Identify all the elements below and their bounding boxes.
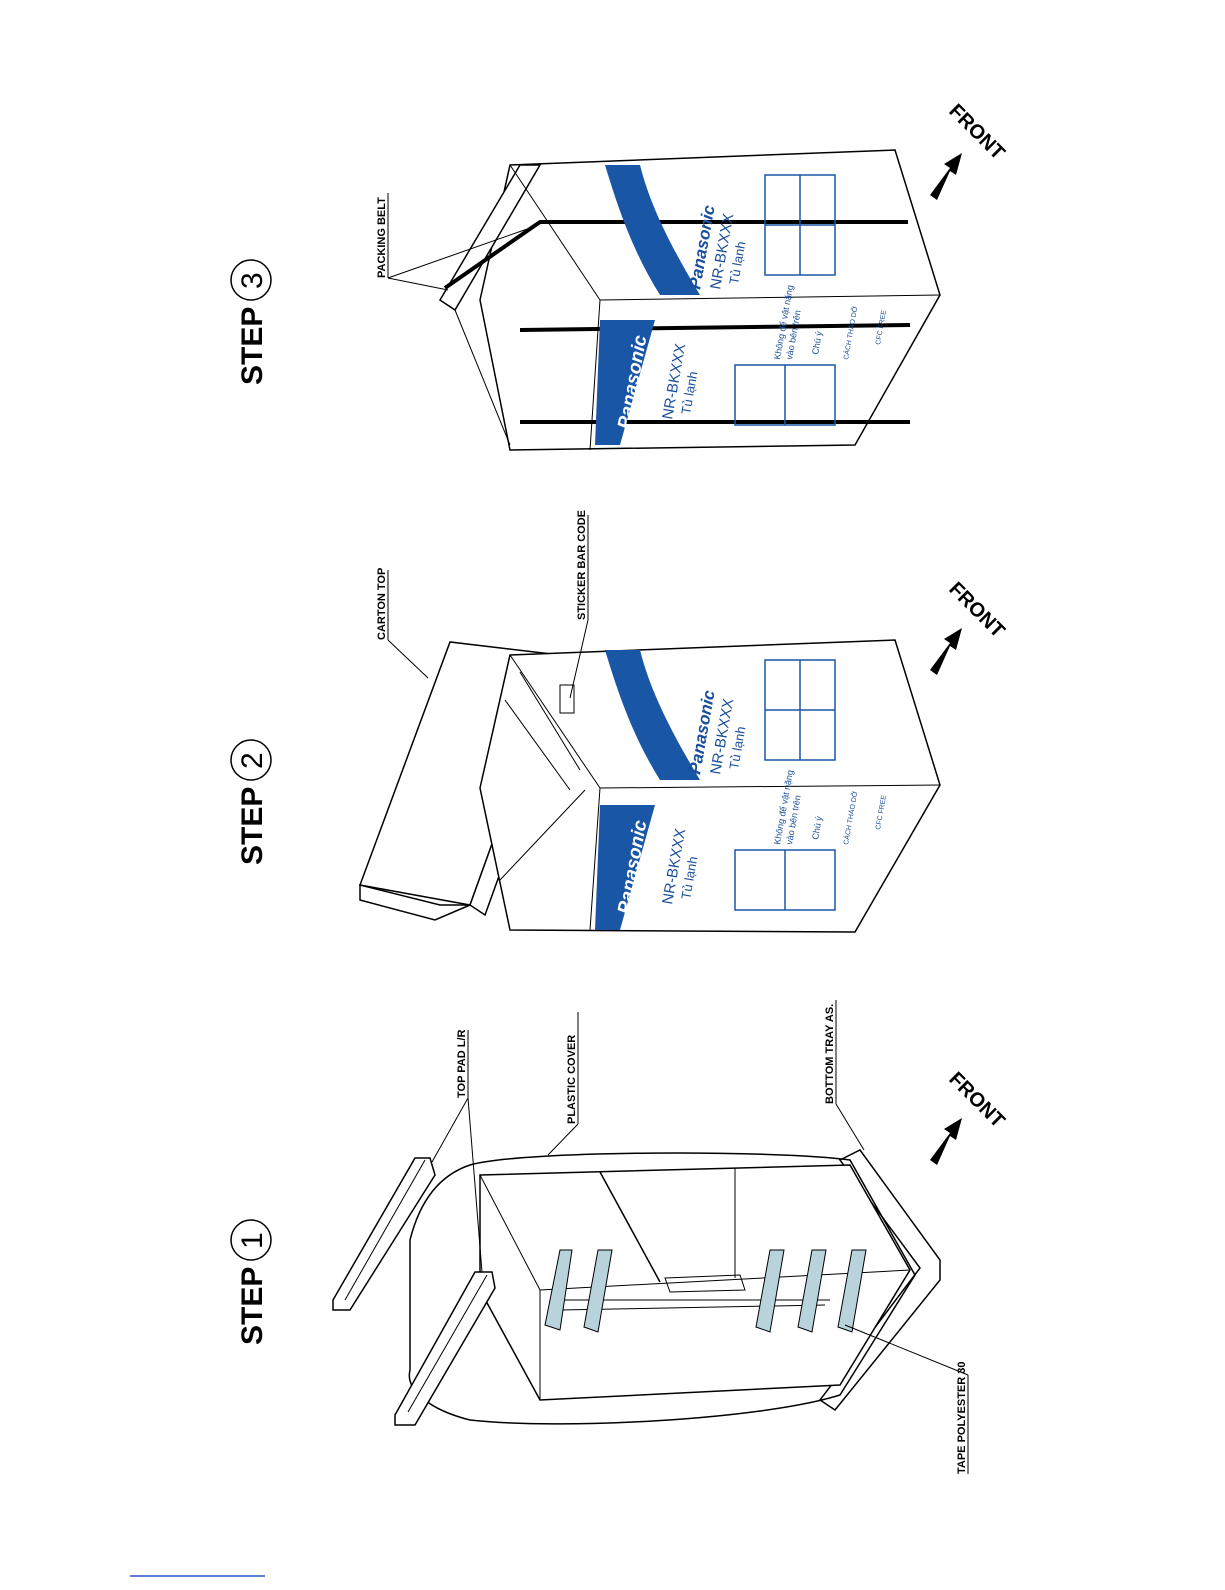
svg-text:TAPE POLYESTER 30: TAPE POLYESTER 30 [956,1362,968,1474]
callout-carton-top: CARTON TOP [376,568,429,679]
svg-text:FRONT: FRONT [944,100,1008,164]
svg-text:Tủ lạnh: Tủ lạnh [726,240,748,285]
svg-text:FRONT: FRONT [944,578,1008,642]
step-1-illustration [332,1149,941,1426]
svg-text:CARTON TOP: CARTON TOP [376,568,388,640]
svg-text:STICKER BAR CODE: STICKER BAR CODE [576,510,588,620]
svg-text:Tủ lạnh: Tủ lạnh [678,855,700,900]
callout-sticker: STICKER BAR CODE [569,510,589,699]
callout-plastic-cover: PLASTIC COVER [547,1012,579,1156]
svg-text:STEP: STEP [236,1267,269,1345]
tape-strips [544,1249,867,1333]
step-3-illustration: Panasonic NR-BKXXX Tủ lạnh Không để vật … [438,149,941,451]
front-arrow-step-3: FRONT [930,100,1009,200]
svg-text:STEP: STEP [236,307,269,385]
step-2-number: 2 [236,752,269,769]
callout-top-pad: TOP PAD L/R [431,1029,483,1273]
callout-tape: TAPE POLYESTER 30 [844,1324,969,1474]
packing-belt-1 [443,220,908,290]
scan-artifact-line [130,1575,265,1577]
svg-text:STEP: STEP [236,787,269,865]
svg-text:FRONT: FRONT [944,1068,1008,1132]
svg-text:Chú ý: Chú ý [810,330,824,355]
svg-text:PLASTIC COVER: PLASTIC COVER [566,1035,578,1124]
plastic-cover [408,1152,916,1425]
sticker-bar-code [559,684,575,714]
step-1-heading: STEP 1 [230,1219,272,1345]
front-arrow-step-2: FRONT [930,578,1009,675]
refrigerator-body [479,1164,911,1401]
step-3-heading: STEP 3 [230,259,272,385]
svg-text:Chú ý: Chú ý [810,815,824,840]
step-3-number: 3 [236,272,269,289]
svg-text:Tủ lạnh: Tủ lạnh [726,725,748,770]
packed-carton-side-artwork: Panasonic NR-BKXXX Tủ lạnh Không để vật … [595,284,888,445]
svg-text:Tủ lạnh: Tủ lạnh [678,370,700,415]
callout-bottom-tray: BOTTOM TRAY AS. [824,1000,865,1151]
callout-packing-belt: PACKING BELT [376,193,531,291]
step-2-heading: STEP 2 [230,739,272,865]
packing-belt-3 [519,323,911,332]
front-arrow-step-1: FRONT [930,1068,1009,1165]
packed-carton [479,149,941,451]
svg-text:TOP PAD L/R: TOP PAD L/R [456,1029,468,1098]
top-pad-left [332,1157,436,1311]
svg-text:BOTTOM TRAY AS.: BOTTOM TRAY AS. [824,1004,836,1104]
step-1-number: 1 [236,1232,269,1249]
svg-text:PACKING BELT: PACKING BELT [376,197,388,278]
step-2-illustration: Panasonic NR-BKXXX Tủ lạnh Không để vật … [358,639,941,933]
